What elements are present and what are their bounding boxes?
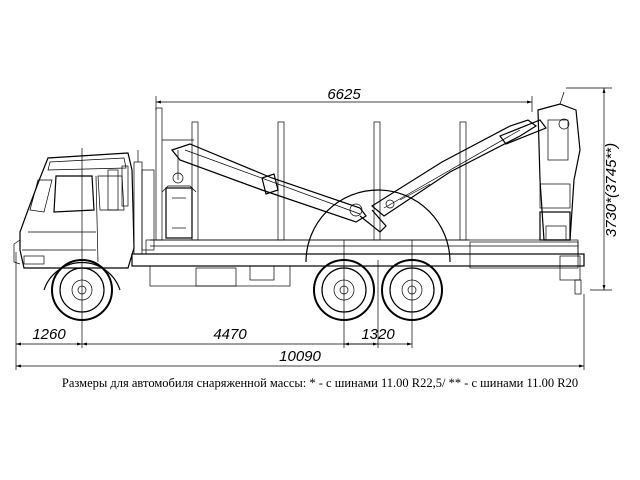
dimension-height-label: 3730*(3745**)	[603, 143, 620, 237]
dimension-top-length	[155, 96, 533, 112]
dimension-top-length-label: 6625	[327, 86, 361, 103]
caption: Размеры для автомобиля снаряженной массы…	[61, 376, 579, 390]
dimension-bogie-label: 1320	[361, 326, 395, 343]
rear-fender	[305, 189, 451, 263]
dimension-wheelbase-label: 4470	[213, 326, 247, 343]
log-stakes	[150, 107, 470, 241]
dimension-extension-lines	[15, 148, 585, 370]
dimension-overall-length-label: 10090	[279, 348, 321, 365]
chassis-frame	[131, 239, 585, 295]
crane-boom	[170, 119, 547, 233]
crane-column	[537, 91, 581, 241]
dimension-front-overhang-label: 1260	[32, 326, 66, 343]
cab-rear-equipment	[133, 150, 155, 255]
cab	[13, 152, 135, 269]
dimension-height	[566, 87, 612, 291]
log-grapple	[161, 150, 197, 239]
